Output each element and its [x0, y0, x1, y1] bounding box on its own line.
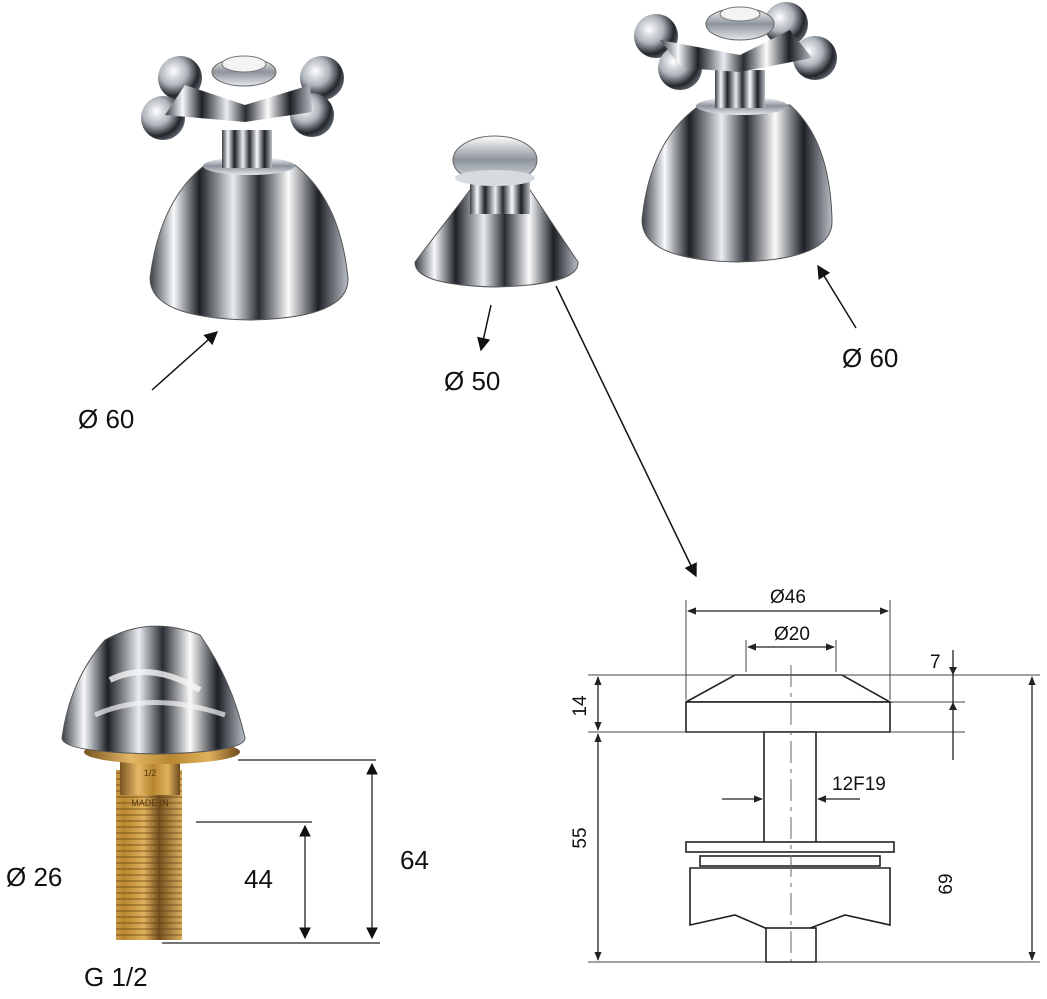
center-cap-image [414, 135, 579, 288]
drawing-spindle-spec-label: 12F19 [832, 774, 886, 795]
detail-pointer-arrow [555, 285, 697, 578]
drawing-base-nut [689, 867, 891, 931]
drawing-shaft-height-label: 55 [570, 827, 591, 848]
insert-thread-label: G 1/2 [84, 962, 148, 992]
right-valve-image [634, 2, 837, 263]
insert-image: 1/2 MADE IN [61, 625, 246, 940]
drawing-cap-body [685, 701, 891, 733]
center-cap-arrow [477, 304, 492, 352]
drawing-shaft [763, 731, 817, 851]
left-valve-image [141, 55, 349, 321]
center-cap-diameter-label: Ø 50 [444, 366, 500, 396]
right-valve-diameter-label: Ø 60 [842, 343, 898, 373]
drawing-inner-diameter-label: Ø20 [774, 624, 810, 645]
insert-height-thread-label: 44 [244, 864, 273, 894]
svg-text:1/2: 1/2 [144, 768, 157, 778]
drawing-cap-top [685, 674, 894, 703]
left-valve-diameter-label: Ø 60 [78, 404, 134, 434]
left-valve-arrow [151, 331, 219, 391]
drawing-total-height-label: 69 [936, 873, 957, 894]
svg-text:MADE IN: MADE IN [131, 798, 169, 808]
drawing-cap-height-label: 14 [570, 695, 591, 717]
drawing-outer-diameter-label: Ø46 [770, 587, 806, 608]
right-valve-arrow [817, 264, 857, 329]
drawing-washer [699, 855, 881, 867]
drawing-flange [685, 841, 895, 853]
insert-diameter-label: Ø 26 [6, 862, 62, 892]
technical-drawing [588, 600, 1040, 968]
insert-height-total-label: 64 [400, 845, 429, 875]
drawing-top-height-label: 7 [930, 652, 941, 673]
